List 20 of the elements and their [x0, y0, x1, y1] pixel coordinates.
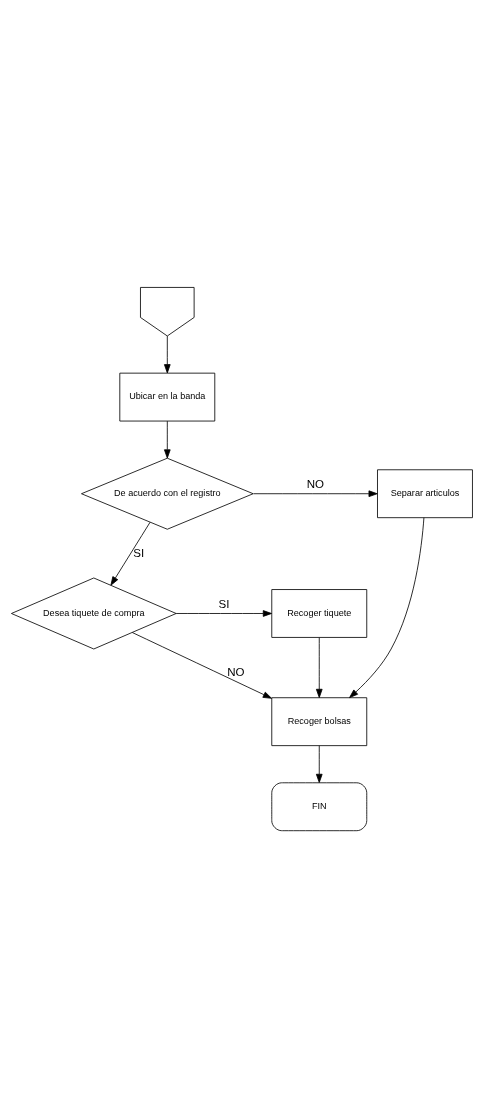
edge-label: NO	[306, 478, 324, 491]
node-box: Recoger tiquete	[271, 589, 368, 638]
edge-label: SI	[133, 546, 145, 559]
node-pentagon	[140, 287, 195, 337]
edge-label: NO	[227, 666, 245, 679]
node-diamond: De acuerdo con el registro	[81, 457, 254, 530]
node-box: FIN	[271, 782, 368, 832]
node-box: Recoger bolsas	[271, 697, 368, 747]
edge-label: SI	[218, 597, 230, 610]
arrow	[315, 745, 323, 783]
arrow	[110, 521, 151, 586]
node-box: Ubicar en la banda	[119, 372, 216, 422]
arrow	[164, 420, 171, 459]
arrow	[175, 610, 272, 617]
arrow	[349, 517, 425, 698]
arrow	[164, 335, 171, 374]
arrow	[131, 632, 272, 699]
arrow	[253, 490, 378, 498]
node-box: Separar articulos	[377, 469, 473, 519]
arrow	[315, 637, 323, 698]
